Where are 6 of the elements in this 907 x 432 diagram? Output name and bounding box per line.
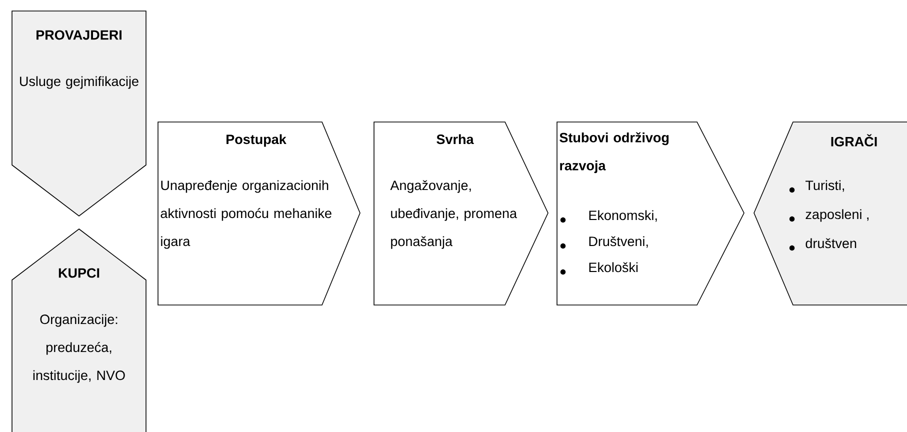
arrow-box: KUPCI Organizacije: preduzeća, institucije, NVO bbox=[12, 228, 146, 432]
arrow-box: Svrha Angažovanje, ubeđivanje, promena ponašanja bbox=[374, 122, 548, 306]
arrow-box: Postupak Unapređenje organizacionih aktivnosti pomoću mehanike igara bbox=[158, 122, 360, 306]
arrow-box: PROVAJDERI Usluge gejmifikacije bbox=[12, 10, 146, 216]
arrow-box: Stubovi održivog razvoja Ekonomski, Društveni, Ekološki bbox=[556, 122, 744, 306]
arrow-box: IGRAČI Turisti, zaposleni , društven bbox=[754, 122, 907, 306]
